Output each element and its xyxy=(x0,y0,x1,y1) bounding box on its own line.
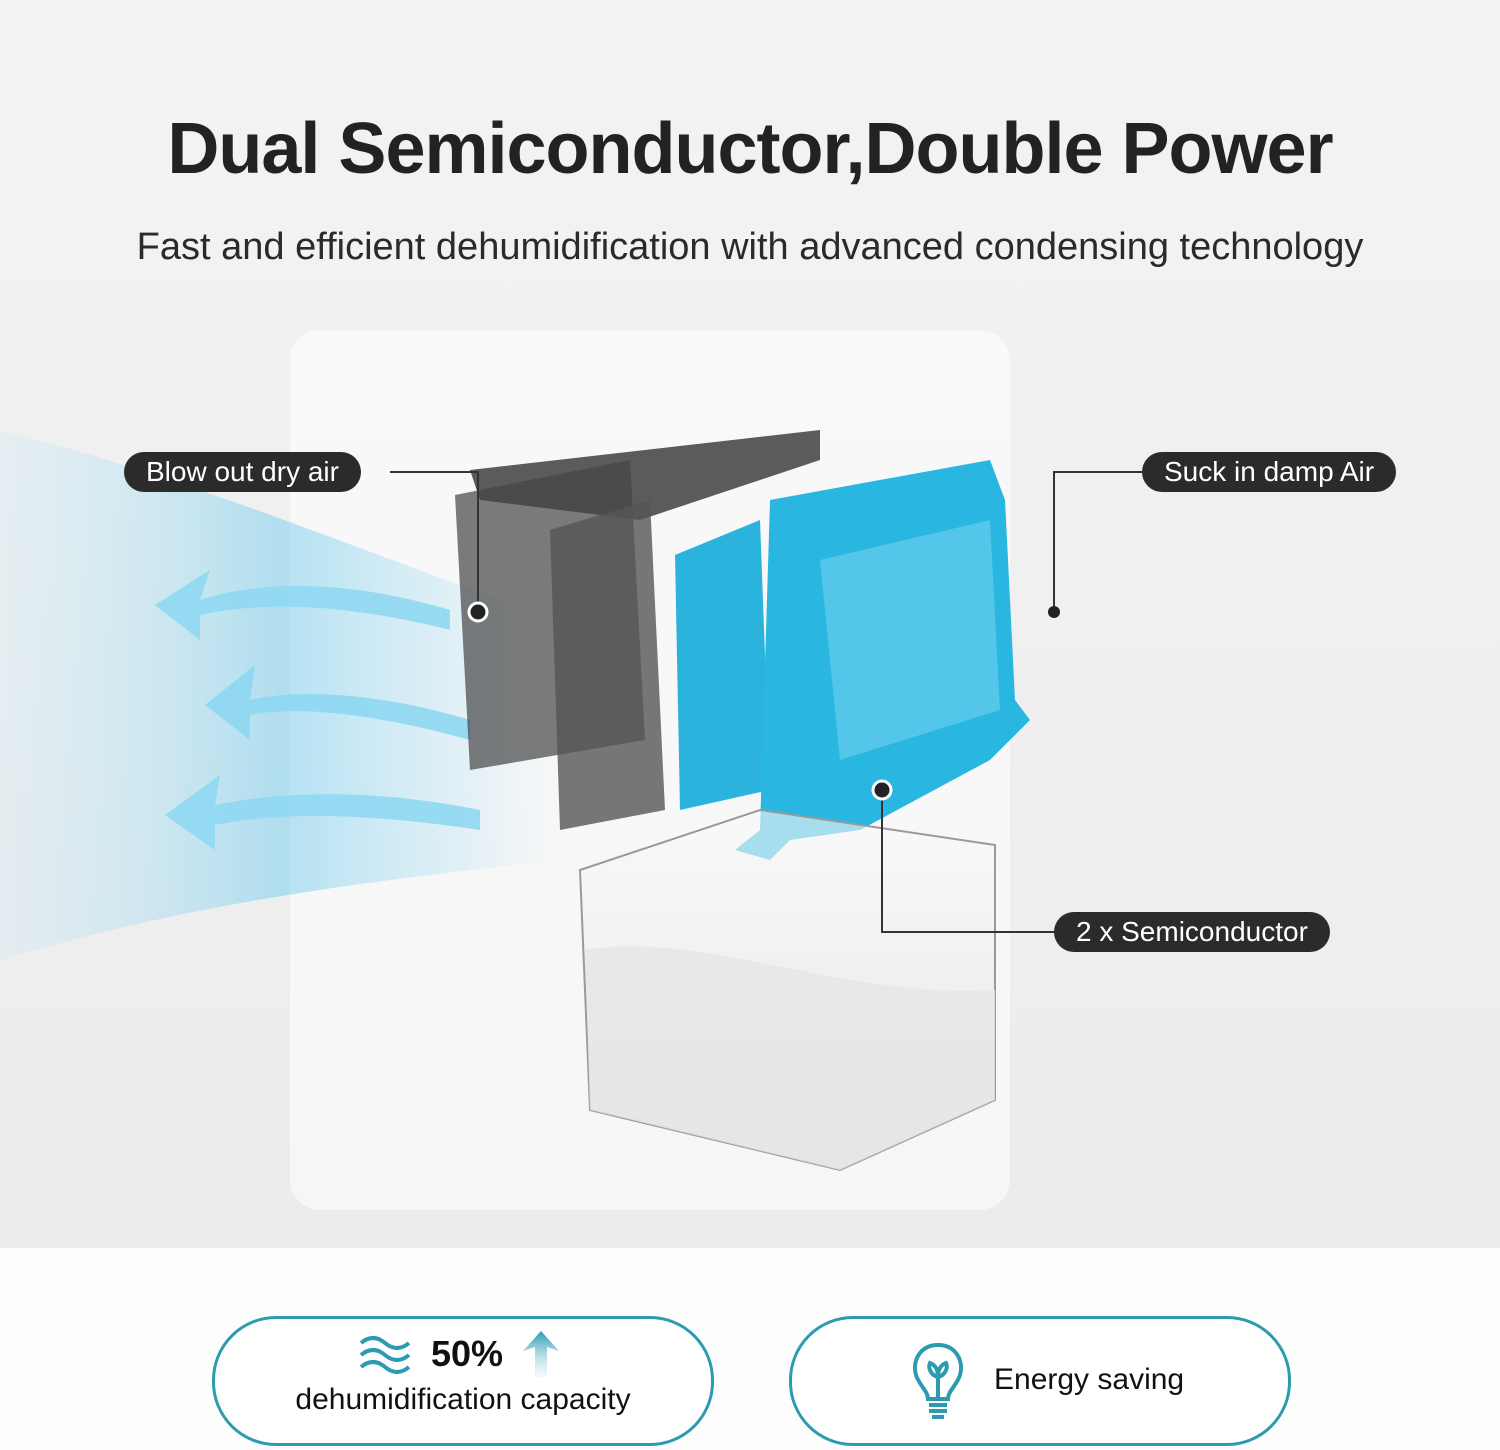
feature-card-capacity: 50% dehumidification capacity xyxy=(212,1316,714,1446)
capacity-label: dehumidification capacity xyxy=(295,1383,631,1416)
arrow-up-icon xyxy=(523,1331,559,1377)
arrow-icon xyxy=(155,570,480,850)
heatsink xyxy=(675,520,770,810)
leader-lines xyxy=(390,471,1142,933)
water-waves-icon xyxy=(359,1336,411,1374)
dehumidifier-exploded-illustration xyxy=(0,430,1142,1172)
page-subtitle: Fast and efficient dehumidification with… xyxy=(136,226,1364,268)
capacity-value: 50% xyxy=(431,1333,504,1374)
lightbulb-leaf-icon xyxy=(913,1342,963,1419)
fan-housing xyxy=(550,500,665,830)
page-title: Dual Semiconductor,Double Power xyxy=(167,109,1333,189)
callout-suck-in: Suck in damp Air xyxy=(1142,452,1397,492)
feature-card-energy: Energy saving xyxy=(789,1316,1291,1446)
airflow xyxy=(0,430,560,960)
callout-semiconductor: 2 x Semiconductor xyxy=(1054,912,1330,952)
callout-dots xyxy=(467,601,1060,801)
water xyxy=(585,946,995,1170)
energy-label: Energy saving xyxy=(994,1363,1185,1396)
callout-blow-out: Blow out dry air xyxy=(124,452,361,492)
